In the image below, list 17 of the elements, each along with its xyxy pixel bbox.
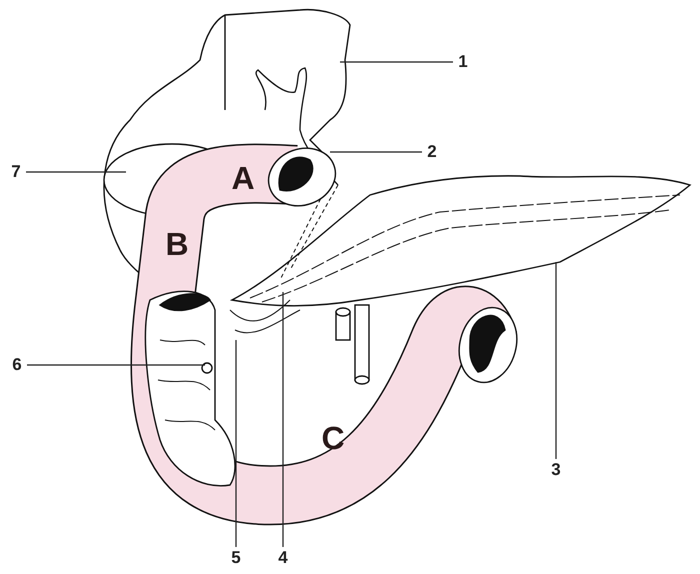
callout-number: 7 — [6, 161, 26, 183]
region-letter: C — [320, 420, 346, 456]
region-letter: A — [230, 160, 256, 196]
leader-line — [330, 151, 422, 153]
leader-line — [340, 61, 453, 63]
callout-number: 5 — [226, 547, 246, 569]
leader-line — [27, 364, 205, 366]
callout-number: 1 — [453, 51, 473, 73]
callout-number: 3 — [546, 459, 566, 481]
leader-line — [555, 262, 557, 459]
leader-line — [235, 340, 237, 547]
leader-line — [26, 171, 126, 173]
callout-number: 4 — [273, 547, 293, 569]
region-letter: B — [164, 226, 190, 262]
callout-number: 6 — [7, 354, 27, 376]
leader-line — [282, 292, 284, 547]
callout-number: 2 — [422, 141, 442, 163]
